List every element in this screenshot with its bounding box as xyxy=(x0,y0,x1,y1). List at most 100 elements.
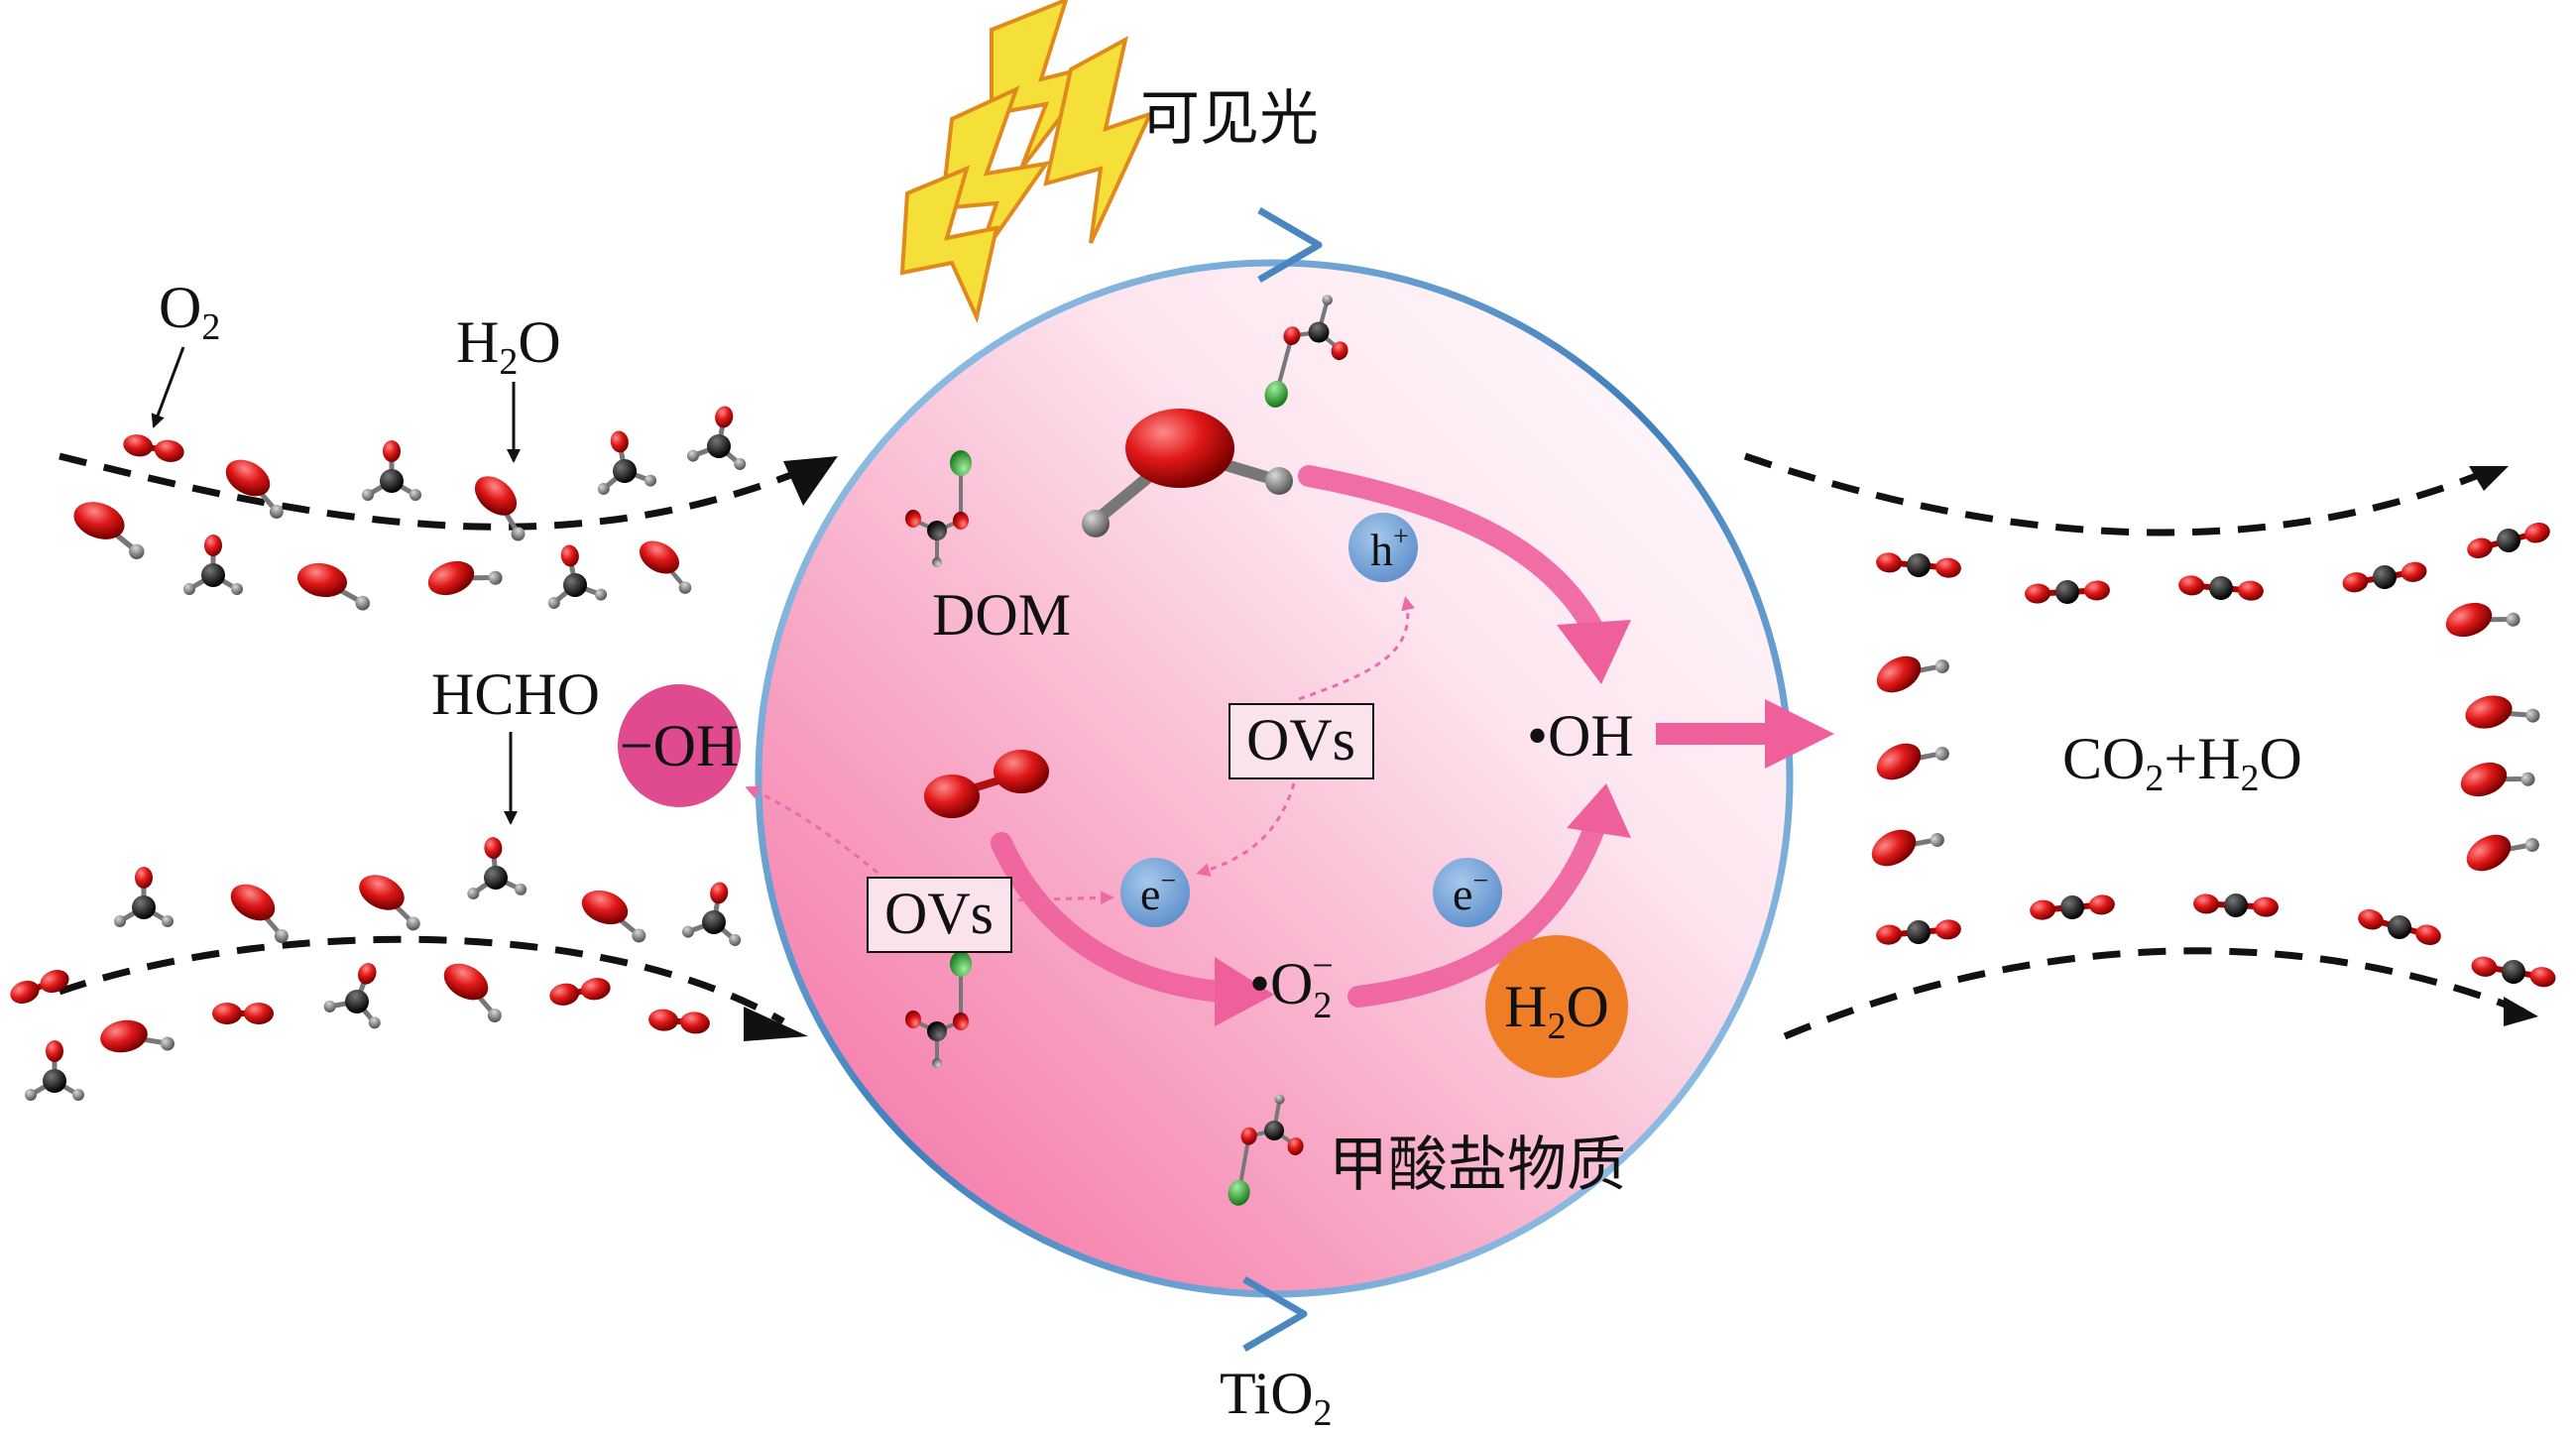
outlet-flow-bottom xyxy=(1783,947,2525,1040)
pink-arrow-h2o-to-oh xyxy=(1298,465,1607,646)
superoxide-label: •O2− xyxy=(1249,945,1334,1026)
co2-molecule xyxy=(2467,523,2550,558)
electron-bubble-left xyxy=(1120,858,1190,927)
water-molecule xyxy=(73,502,145,560)
formate-molecule xyxy=(905,450,972,567)
adsorbed-water-molecule xyxy=(1082,409,1293,537)
electron-label-left: e− xyxy=(1140,866,1176,919)
ovs-label-bottom: OVs xyxy=(884,881,994,946)
co2-molecule xyxy=(2471,956,2556,988)
water-molecule xyxy=(443,963,502,1022)
water-molecule xyxy=(230,884,289,943)
co2-molecule xyxy=(2342,561,2427,593)
outlet-arrowhead-top xyxy=(2469,466,2509,491)
hcho-molecule xyxy=(183,535,243,595)
ring-arrow-top xyxy=(1257,206,1323,284)
inlet-flow-bottom xyxy=(58,935,785,1025)
electron-bubble-right xyxy=(1433,858,1502,927)
hcho-molecule xyxy=(597,430,657,495)
lightning-icon xyxy=(899,165,999,324)
hole-bubble xyxy=(1348,513,1418,582)
pink-arrowhead-oh-top xyxy=(1557,620,1631,684)
formate-molecule xyxy=(1264,295,1348,408)
o2-molecule xyxy=(123,434,184,462)
pink-arrowhead-oh-bottom xyxy=(1567,783,1631,838)
water-bubble-label: H2O xyxy=(1504,974,1609,1047)
hcho-molecule xyxy=(362,440,421,501)
hcho-molecule xyxy=(25,1040,84,1101)
visible-light-label: 可见光 xyxy=(1140,84,1319,154)
formate-label: 甲酸盐物质 xyxy=(1329,1131,1626,1200)
lightning-icon xyxy=(1043,36,1154,244)
o2-molecule xyxy=(648,1009,710,1034)
water-bubble xyxy=(1485,935,1628,1078)
pink-arrowhead-oh-out xyxy=(1765,699,1834,769)
o2-label: O2 xyxy=(159,275,220,348)
hcho-molecule xyxy=(686,406,747,470)
outlet-arrowhead-bottom xyxy=(2504,997,2538,1026)
o2-molecule xyxy=(10,969,69,1005)
co2-molecule xyxy=(2358,909,2441,945)
h2o-inlet-label: H2O xyxy=(456,309,561,383)
co2-molecule xyxy=(2178,575,2264,601)
dotted-ovs-to-hplus xyxy=(1298,596,1415,701)
pink-arrowhead-superoxide xyxy=(1215,957,1274,1026)
water-molecule xyxy=(359,875,420,931)
hcho-molecule xyxy=(681,882,742,946)
water-molecule xyxy=(1876,655,1949,693)
surface-species xyxy=(905,295,1348,1206)
outlet-flow-top xyxy=(1743,452,2491,536)
water-molecule xyxy=(2445,602,2520,638)
hydroxyl-bubble xyxy=(618,684,741,807)
inlet-molecules xyxy=(10,406,747,1101)
water-molecule xyxy=(100,1019,175,1053)
ring-arrow-bottom xyxy=(1242,1275,1308,1353)
products-label: CO2+H2O xyxy=(2062,726,2302,799)
hcho-molecule xyxy=(323,963,381,1029)
inlet-arrowhead-top xyxy=(783,456,838,506)
hcho-molecule xyxy=(114,867,174,927)
pink-arrow-superoxide-to-oh xyxy=(1347,812,1607,1008)
ovs-box-top xyxy=(1229,703,1374,779)
hcho-molecule xyxy=(467,837,527,900)
hole-label: h+ xyxy=(1370,522,1409,575)
ovs-label-top: OVs xyxy=(1246,707,1355,773)
water-molecule xyxy=(297,562,371,611)
inlet-flow-top xyxy=(59,452,815,531)
o2-molecule xyxy=(212,1003,274,1024)
water-molecule xyxy=(2465,695,2540,729)
water-molecule xyxy=(581,890,646,943)
dotted-ovs-bottom-to-eminus xyxy=(1005,891,1114,905)
hydroxyl-label: −OH xyxy=(620,713,740,778)
hcho-label: HCHO xyxy=(431,661,600,727)
water-molecule xyxy=(427,560,503,596)
dom-label: DOM xyxy=(932,582,1071,648)
co2-molecule xyxy=(2025,580,2110,604)
co2-molecule xyxy=(2030,894,2115,920)
inlet-arrowhead-bottom xyxy=(744,1007,808,1041)
o2-molecule xyxy=(549,978,611,1006)
hcho-molecule xyxy=(547,544,608,609)
water-molecule xyxy=(2460,762,2535,797)
water-molecule xyxy=(225,459,284,519)
visible-light-bolts xyxy=(899,0,1154,324)
ovs-box-bottom xyxy=(867,877,1012,953)
dotted-ovs-to-eminus xyxy=(1196,782,1296,877)
water-molecule xyxy=(2466,834,2539,872)
water-molecule xyxy=(1871,829,1944,867)
water-molecule xyxy=(474,476,526,541)
water-molecule xyxy=(1876,743,1949,780)
co2-molecule xyxy=(1876,552,1961,578)
hydroxyl-radical-label: •OH xyxy=(1527,703,1634,769)
outlet-molecules xyxy=(1871,523,2556,988)
water-molecule xyxy=(639,540,692,594)
co2-molecule xyxy=(1876,919,1961,945)
formate-molecule xyxy=(905,951,972,1068)
tio2-label: TiO2 xyxy=(1220,1361,1333,1430)
o2-pointer xyxy=(151,346,185,428)
formate-molecule xyxy=(1228,1094,1304,1206)
co2-molecule xyxy=(2193,894,2279,917)
electron-label-right: e− xyxy=(1453,866,1488,919)
pink-arrow-o2-to-superoxide xyxy=(991,832,1230,1003)
